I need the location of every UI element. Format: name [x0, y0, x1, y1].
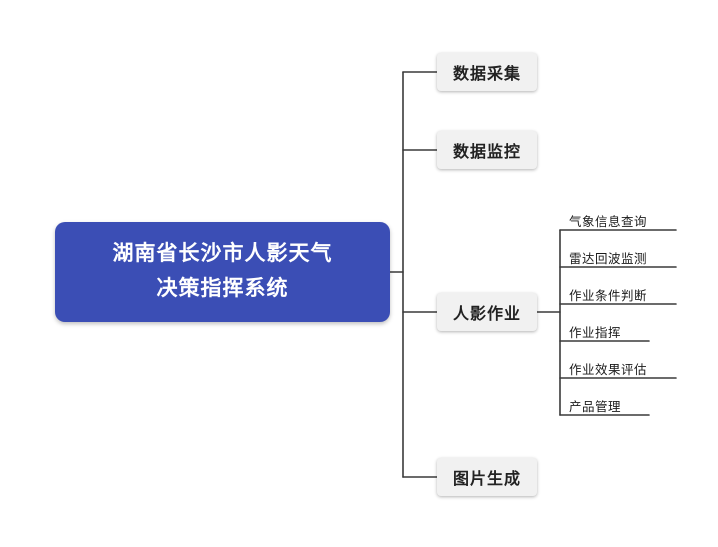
root-node-system-title[interactable]: 湖南省长沙市人影天气 决策指挥系统 — [55, 222, 390, 322]
branch-node-data-monitoring[interactable]: 数据监控 — [437, 131, 538, 169]
leaf-node-operation-condition-judgment[interactable]: 作业条件判断 — [569, 289, 648, 303]
branch-node-image-generation[interactable]: 图片生成 — [437, 458, 538, 496]
leaf-node-radar-echo-monitoring[interactable]: 雷达回波监测 — [569, 252, 648, 266]
branch-node-weather-modification-operations[interactable]: 人影作业 — [437, 293, 538, 331]
branch-node-data-collection[interactable]: 数据采集 — [437, 53, 538, 91]
leaf-node-product-management[interactable]: 产品管理 — [569, 400, 622, 414]
leaf-node-operation-command[interactable]: 作业指挥 — [569, 326, 622, 340]
leaf-node-weather-info-query[interactable]: 气象信息查询 — [569, 215, 648, 229]
leaf-node-operation-effect-evaluation[interactable]: 作业效果评估 — [569, 363, 648, 377]
